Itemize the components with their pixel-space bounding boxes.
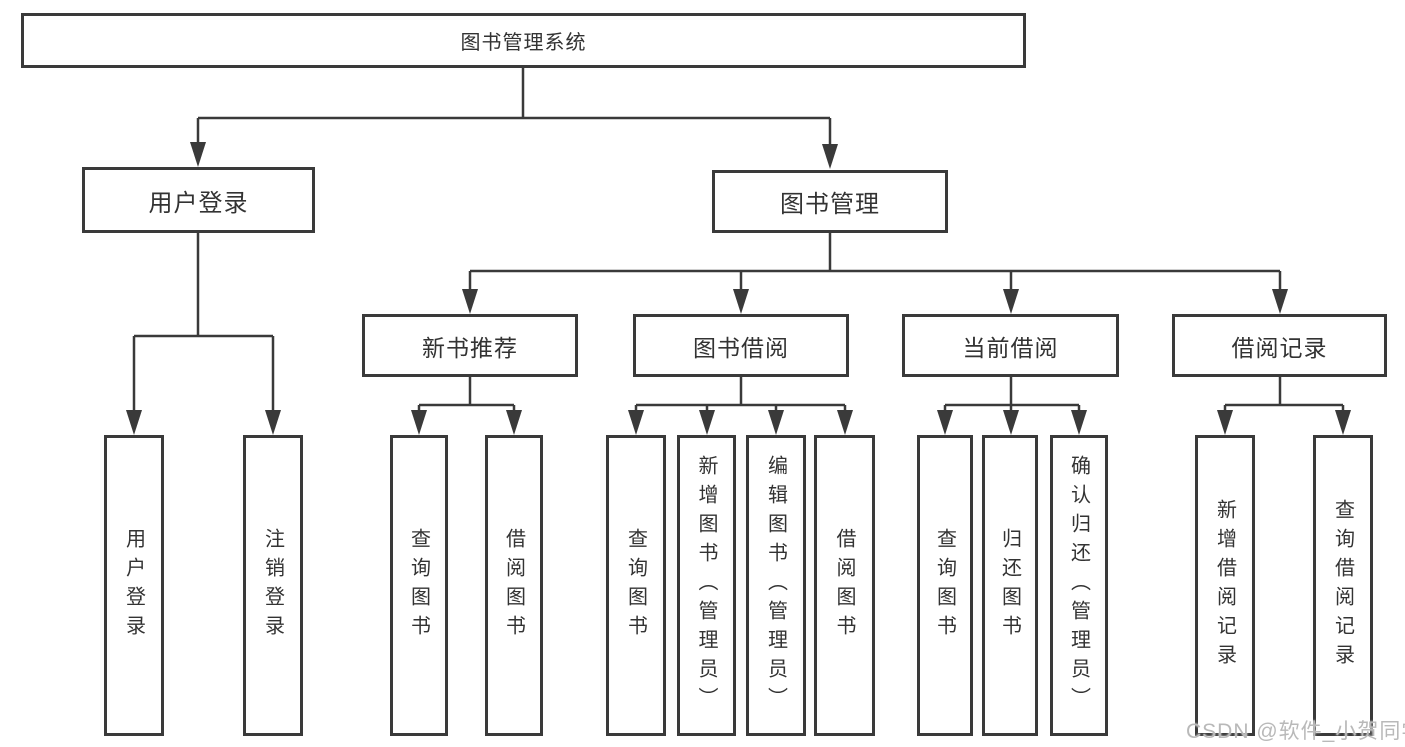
arrow-icon	[1335, 410, 1351, 435]
arrow-icon	[1003, 410, 1019, 435]
node-label: 图书借阅	[693, 334, 789, 361]
leaf-logout: 注销登录	[243, 435, 303, 736]
node-label: 图书管理	[780, 191, 880, 218]
leaf-user-login: 用户登录	[104, 435, 164, 736]
leaf-borrow-books: 借阅图书	[814, 435, 875, 736]
csdn-watermark: CSDN @软件_小贺同学	[1186, 720, 1405, 743]
arrow-icon	[506, 410, 522, 435]
arrowheads	[126, 142, 1351, 435]
leaf-borrow-books-recommend: 借阅图书	[485, 435, 543, 736]
leaf-edit-books-admin: 编辑图书（管理员）	[746, 435, 806, 736]
arrow-icon	[411, 410, 427, 435]
arrow-icon	[1272, 289, 1288, 314]
arrow-icon	[699, 410, 715, 435]
node-label: 借阅记录	[1231, 334, 1328, 361]
leaf-return-books: 归还图书	[982, 435, 1038, 736]
leaf-search-books-recommend: 查询图书	[390, 435, 448, 736]
arrow-icon	[190, 142, 206, 167]
node-label: 用户登录	[148, 189, 249, 217]
leaf-search-books-current: 查询图书	[917, 435, 973, 736]
leaf-label: 查询图书	[624, 527, 647, 644]
connector-records-to-leaves	[1223, 377, 1345, 412]
arrow-icon	[768, 410, 784, 435]
arrow-icon	[1217, 410, 1233, 435]
arrow-icon	[1003, 289, 1019, 314]
leaf-label: 借阅图书	[833, 527, 855, 644]
connector-bookmg-to-level3	[468, 233, 1282, 291]
leaf-add-books-admin: 新增图书（管理员）	[677, 435, 736, 736]
arrow-icon	[837, 410, 853, 435]
arrow-icon	[126, 410, 142, 435]
connector-borrow-to-leaves	[634, 377, 847, 412]
arrow-icon	[1071, 410, 1087, 435]
arrow-icon	[628, 410, 644, 435]
connector-current-to-leaves	[943, 377, 1081, 412]
arrow-icon	[733, 289, 749, 314]
leaf-label: 用户登录	[122, 527, 145, 644]
node-label: 新书推荐	[422, 334, 518, 361]
connector-newbook-to-leaves	[417, 377, 516, 412]
leaf-label: 归还图书	[998, 527, 1021, 644]
arrow-icon	[937, 410, 953, 435]
node-current-borrowing: 当前借阅	[902, 314, 1119, 377]
leaf-confirm-return-admin: 确认归还（管理员）	[1050, 435, 1108, 736]
node-book-management: 图书管理	[712, 170, 948, 233]
connector-login-to-leaves	[132, 233, 275, 412]
leaf-search-books-borrow: 查询图书	[606, 435, 666, 736]
arrow-icon	[822, 144, 838, 169]
leaf-label: 新增图书（管理员）	[695, 455, 717, 716]
leaf-label: 编辑图书（管理员）	[764, 455, 787, 716]
arrow-icon	[265, 410, 281, 435]
leaf-label: 查询借阅记录	[1331, 498, 1354, 673]
leaf-label: 查询图书	[933, 527, 956, 644]
node-label: 图书管理系统	[460, 32, 587, 54]
leaf-label: 注销登录	[261, 527, 284, 644]
leaf-label: 确认归还（管理员）	[1067, 455, 1090, 716]
node-system-root: 图书管理系统	[21, 13, 1026, 68]
node-label: 当前借阅	[962, 334, 1059, 361]
leaf-label: 新增借阅记录	[1213, 498, 1236, 673]
arrow-icon	[462, 289, 478, 314]
leaf-label: 借阅图书	[502, 527, 525, 644]
connector-root-to-level2	[196, 68, 832, 146]
leaf-label: 查询图书	[407, 527, 430, 644]
node-new-book-recommend: 新书推荐	[362, 314, 578, 377]
leaf-search-borrow-record: 查询借阅记录	[1313, 435, 1373, 736]
node-user-login: 用户登录	[82, 167, 315, 233]
node-borrowing-records: 借阅记录	[1172, 314, 1387, 377]
leaf-add-borrow-record: 新增借阅记录	[1195, 435, 1255, 736]
node-book-borrowing: 图书借阅	[633, 314, 849, 377]
